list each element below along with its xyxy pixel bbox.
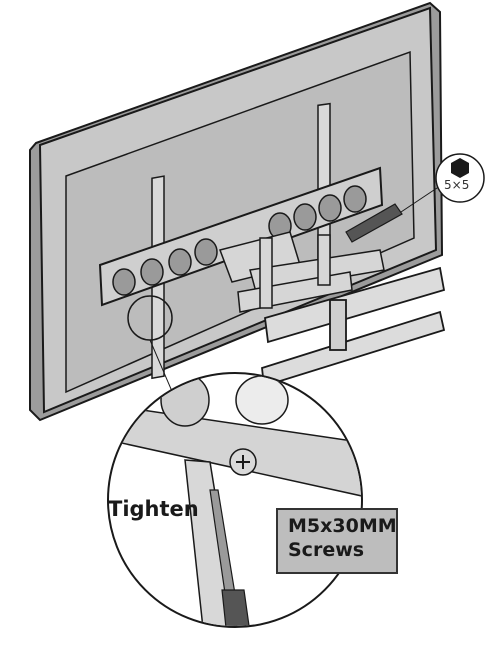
screw-spec-line2: Screws [288,539,365,561]
phillips-screw-icon [229,448,257,476]
screw-spec-line1: M5x30MM [288,515,397,537]
hex-key-icon [451,158,469,178]
wall-plate [261,266,446,388]
tighten-label: Tighten [108,497,199,521]
screw-spec-box: M5x30MM Screws [276,508,398,574]
hex-key [345,203,403,243]
hex-key-size-label: 5×5 [444,178,470,192]
screwdriver-icon [209,489,253,626]
articulating-arms [219,231,385,313]
tv-body [29,1,444,422]
hex-key-callout [400,153,485,213]
mount-plate [98,166,384,307]
